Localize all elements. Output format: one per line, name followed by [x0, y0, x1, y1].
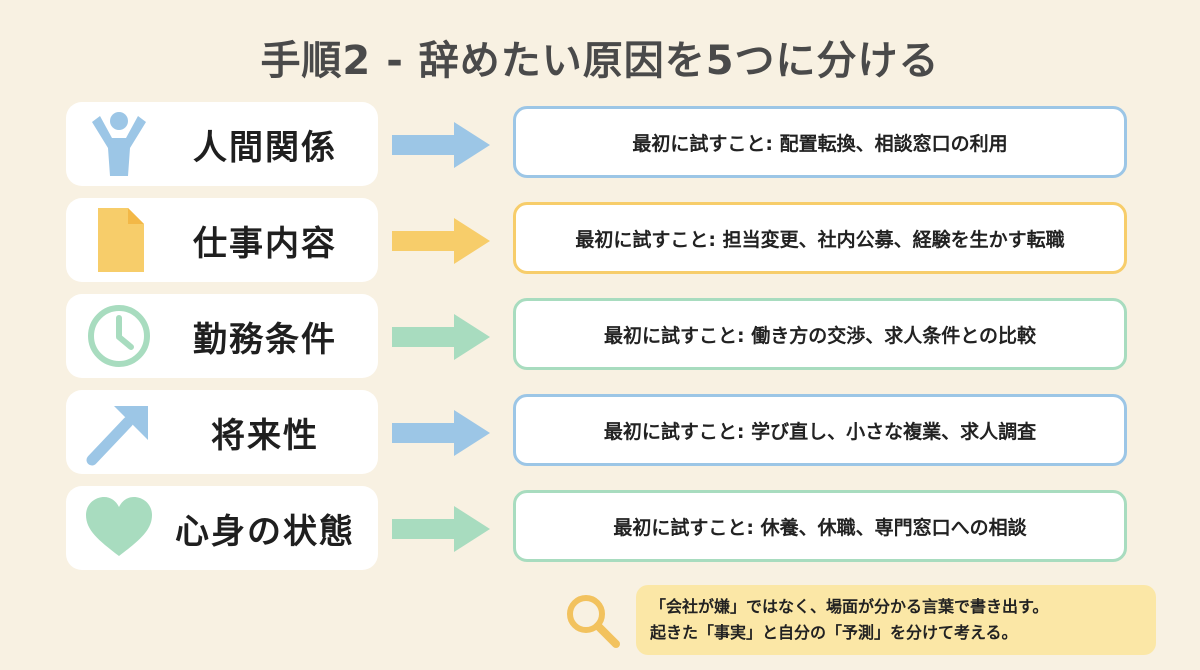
trend-arrow-icon: [84, 398, 154, 466]
arrow-right-icon: [392, 218, 490, 264]
person-arms-up-icon: [84, 110, 154, 178]
category-label: 勤務条件: [193, 319, 337, 360]
arrow-right-icon: [392, 506, 490, 552]
row-working-conditions: 勤務条件 最初に試すこと: 働き方の交渉、求人条件との比較: [0, 294, 1200, 378]
magnifier-icon: [567, 595, 620, 648]
arrow-right-icon: [392, 314, 490, 360]
action-box: 最初に試すこと: 配置転換、相談窓口の利用: [513, 106, 1127, 178]
row-mental-physical-state: 心身の状態 最初に試すこと: 休養、休職、専門窓口への相談: [0, 486, 1200, 570]
category-label: 心身の状態: [175, 511, 355, 552]
category-label: 仕事内容: [193, 223, 337, 264]
tip-box: 「会社が嫌」ではなく、場面が分かる言葉で書き出す。 起きた「事実」と自分の「予測…: [636, 585, 1156, 655]
tip-line-1: 「会社が嫌」ではなく、場面が分かる言葉で書き出す。: [650, 597, 1049, 616]
category-card: 将来性: [66, 390, 378, 474]
clock-icon: [84, 302, 154, 370]
heart-icon: [84, 494, 154, 562]
page-title: 手順2 - 辞めたい原因を5つに分ける: [260, 38, 940, 84]
action-box: 最初に試すこと: 働き方の交渉、求人条件との比較: [513, 298, 1127, 370]
category-card: 勤務条件: [66, 294, 378, 378]
arrow-right-icon: [392, 122, 490, 168]
tip-line-2: 起きた「事実」と自分の「予測」を分けて考える。: [650, 623, 1018, 642]
category-card: 心身の状態: [66, 486, 378, 570]
action-box: 最初に試すこと: 学び直し、小さな複業、求人調査: [513, 394, 1127, 466]
row-future-prospects: 将来性 最初に試すこと: 学び直し、小さな複業、求人調査: [0, 390, 1200, 474]
action-box: 最初に試すこと: 担当変更、社内公募、経験を生かす転職: [513, 202, 1127, 274]
category-label: 将来性: [211, 415, 319, 456]
row-job-content: 仕事内容 最初に試すこと: 担当変更、社内公募、経験を生かす転職: [0, 198, 1200, 282]
action-box: 最初に試すこと: 休養、休職、専門窓口への相談: [513, 490, 1127, 562]
document-icon: [84, 206, 154, 274]
category-card: 人間関係: [66, 102, 378, 186]
arrow-right-icon: [392, 410, 490, 456]
category-label: 人間関係: [193, 127, 337, 168]
category-card: 仕事内容: [66, 198, 378, 282]
row-human-relations: 人間関係 最初に試すこと: 配置転換、相談窓口の利用: [0, 102, 1200, 186]
